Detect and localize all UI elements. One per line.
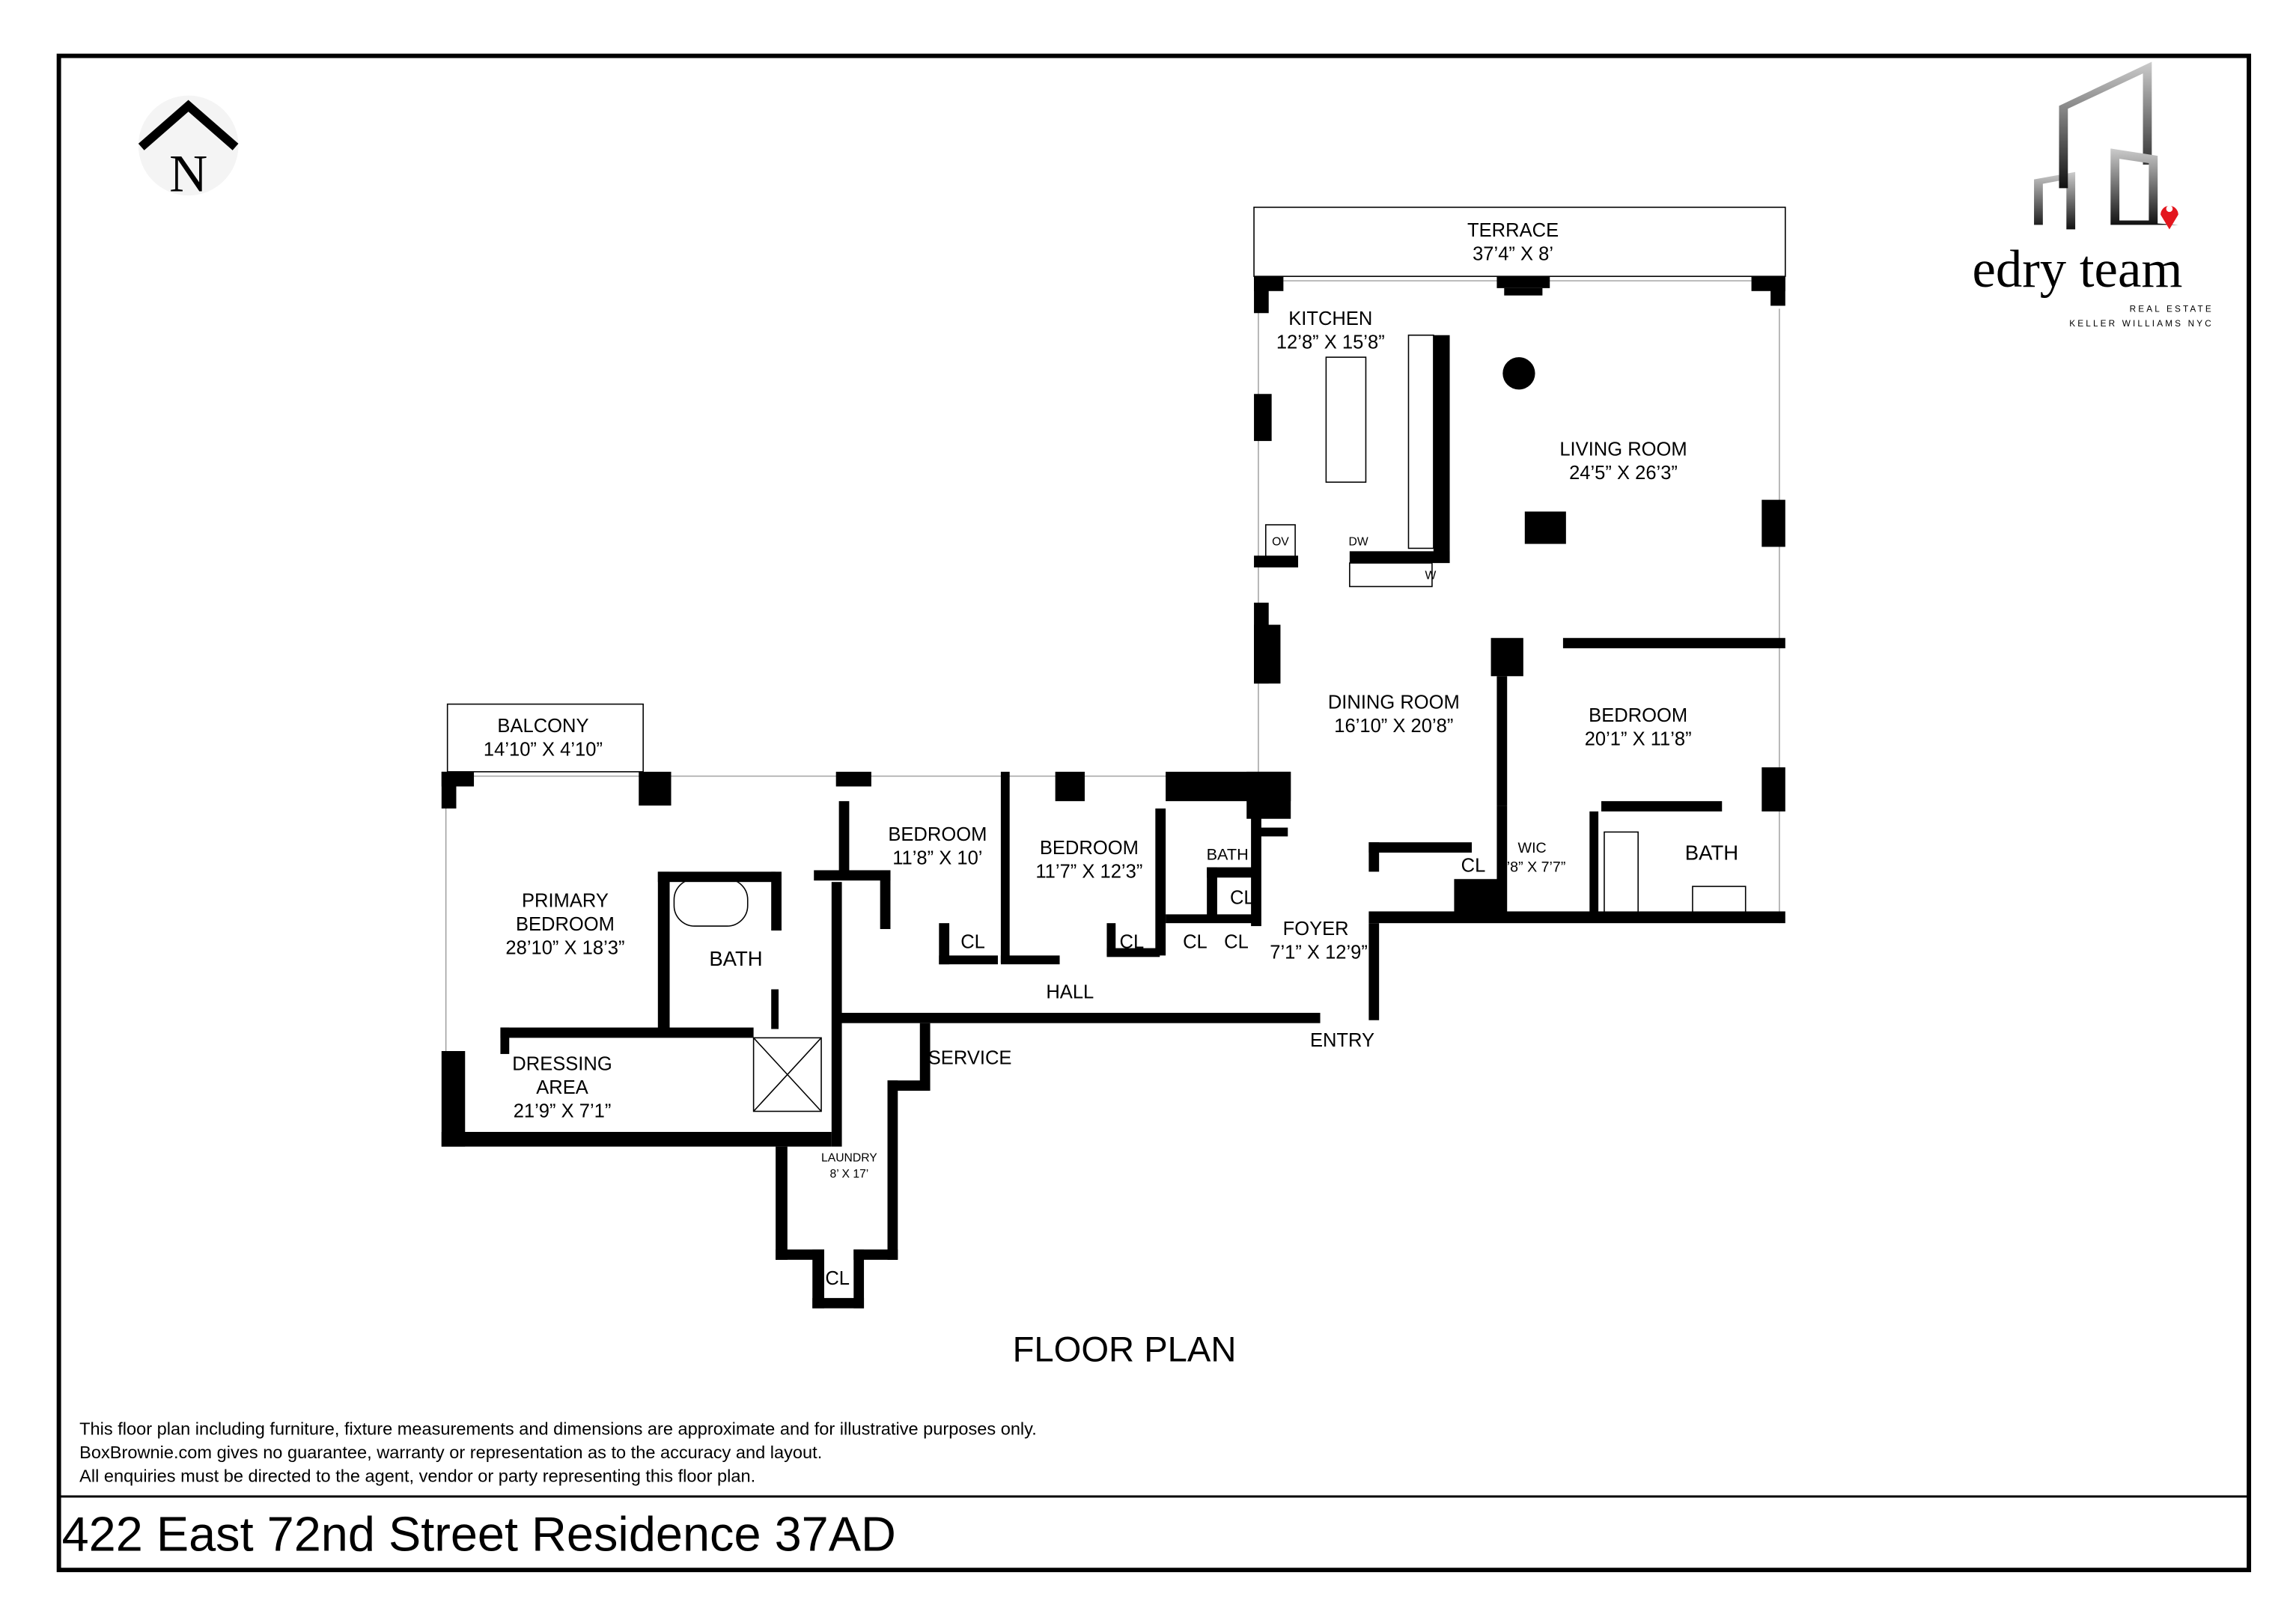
property-address: 422 East 72nd Street Residence 37AD bbox=[62, 1507, 896, 1562]
dishwasher-label: DW bbox=[1349, 536, 1368, 549]
edry-team-logo: edry team REAL ESTATE KELLER WILLIAMS NY… bbox=[1972, 61, 2214, 329]
disclaimer-line-3: All enquiries must be directed to the ag… bbox=[79, 1466, 755, 1485]
primary-bath-name: BATH bbox=[709, 947, 762, 970]
dining-dims: 16’10” X 20’8” bbox=[1334, 716, 1453, 737]
dressing-name-1: DRESSING bbox=[512, 1054, 612, 1075]
entry-name: ENTRY bbox=[1310, 1030, 1374, 1051]
plan-title: FLOOR PLAN bbox=[1013, 1329, 1237, 1368]
balcony-dims: 14’10” X 4’10” bbox=[484, 739, 603, 760]
disclaimer-line-2: BoxBrownie.com gives no guarantee, warra… bbox=[79, 1443, 822, 1462]
terrace-dims: 37’4” X 8’ bbox=[1473, 244, 1553, 265]
primary-name-1: PRIMARY bbox=[522, 891, 609, 912]
closet-label: CL bbox=[960, 932, 985, 953]
wine-label: W bbox=[1425, 570, 1437, 582]
closet-label: CL bbox=[1183, 932, 1208, 953]
room-labels: TERRACE 37’4” X 8’ KITCHEN 12’8” X 15’8”… bbox=[484, 220, 1738, 1289]
bath-east-name: BATH bbox=[1685, 841, 1738, 865]
foyer-name: FOYER bbox=[1283, 919, 1349, 940]
bedroom-2-name: BEDROOM bbox=[888, 824, 987, 845]
balcony-name: BALCONY bbox=[497, 716, 588, 737]
walls bbox=[441, 207, 1786, 1309]
primary-dims: 28’10” X 18’3” bbox=[505, 937, 624, 958]
living-dims: 24’5” X 26’3” bbox=[1569, 463, 1678, 484]
dressing-name-2: AREA bbox=[536, 1077, 588, 1098]
closet-label: CL bbox=[1230, 888, 1255, 909]
bedroom-east-dims: 20’1” X 11’8” bbox=[1585, 729, 1692, 750]
service-name: SERVICE bbox=[928, 1048, 1012, 1069]
dining-name: DINING ROOM bbox=[1328, 692, 1460, 713]
logo-name: edry team bbox=[1972, 240, 2182, 299]
laundry-dims: 8’ X 17’ bbox=[829, 1168, 868, 1181]
kitchen-name: KITCHEN bbox=[1288, 308, 1372, 329]
disclaimer-line-1: This floor plan including furniture, fix… bbox=[79, 1419, 1037, 1439]
laundry-name: LAUNDRY bbox=[821, 1151, 877, 1164]
hall-name: HALL bbox=[1046, 981, 1094, 1002]
foyer-dims: 7’1” X 12’9” bbox=[1270, 942, 1368, 963]
kitchen-dims: 12’8” X 15’8” bbox=[1276, 332, 1385, 353]
logo-line-2: KELLER WILLIAMS NYC bbox=[2069, 319, 2214, 329]
page-frame bbox=[56, 53, 2252, 1573]
closet-label: CL bbox=[1461, 855, 1486, 876]
dressing-dims: 21’9” X 7’1” bbox=[514, 1100, 612, 1121]
bedroom-2-dims: 11’8” X 10’ bbox=[892, 848, 982, 869]
bath-small-name: BATH bbox=[1207, 845, 1249, 864]
terrace-name: TERRACE bbox=[1467, 220, 1559, 241]
closet-label: CL bbox=[1224, 932, 1249, 953]
bedroom-3-name: BEDROOM bbox=[1040, 838, 1139, 859]
wic-name: WIC bbox=[1518, 840, 1547, 856]
north-arrow-icon: N bbox=[138, 95, 239, 203]
living-name: LIVING ROOM bbox=[1559, 439, 1687, 460]
bedroom-east-name: BEDROOM bbox=[1589, 705, 1687, 726]
closet-label: CL bbox=[825, 1268, 850, 1289]
compass-label: N bbox=[169, 144, 207, 203]
location-pin-icon bbox=[2161, 205, 2178, 230]
bedroom-3-dims: 11’7” X 12’3” bbox=[1035, 861, 1142, 882]
wic-dims: 6’8” X 7’7” bbox=[1499, 859, 1566, 875]
logo-line-1: REAL ESTATE bbox=[2130, 304, 2214, 314]
closet-label: CL bbox=[1120, 932, 1145, 953]
primary-name-2: BEDROOM bbox=[516, 914, 615, 935]
oven-label: OV bbox=[1272, 536, 1289, 549]
